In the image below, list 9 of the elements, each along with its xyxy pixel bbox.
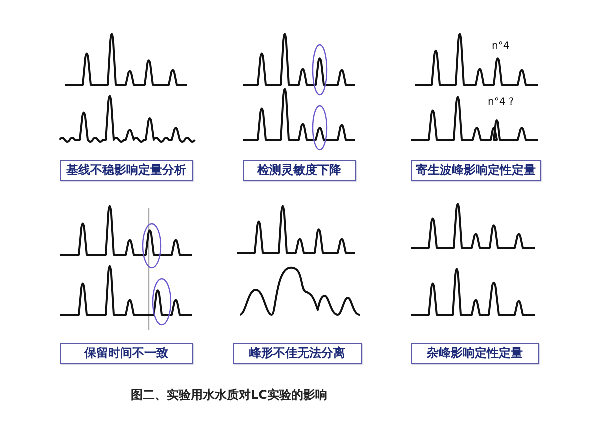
figure-caption: 图二、实验用水水质对LC实验的影响	[131, 389, 328, 401]
label-box: 寄生波峰影响定性定量	[411, 160, 541, 181]
label-box: 峰形不佳无法分离	[233, 343, 362, 364]
label-box: 检测灵敏度下降	[243, 160, 356, 181]
label-box: 基线不稳影响定量分析	[60, 160, 193, 181]
label-box: 杂峰影响定性定量	[411, 343, 539, 364]
peak-label: n°4	[492, 42, 510, 52]
label-box: 保留时间不一致	[60, 343, 193, 364]
peak-label: n°4 ?	[488, 98, 514, 108]
